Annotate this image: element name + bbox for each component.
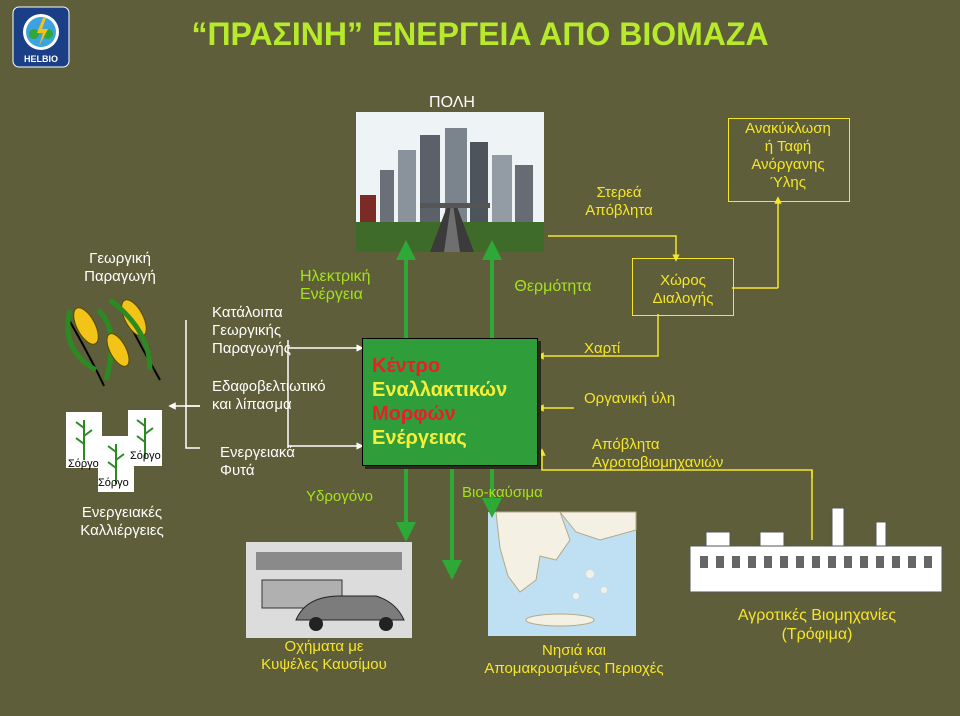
landfill-box	[632, 258, 734, 316]
page-title: “ΠΡΑΣΙΝΗ” ΕΝΕΡΓΕΙΑ ΑΠΟ ΒΙΟΜΑΖΑ	[191, 16, 769, 52]
city-label: ΠΟΛΗ	[429, 94, 475, 111]
biofuels-label: Βιο-καύσιμα	[462, 484, 543, 501]
paper-label: Χαρτί	[584, 340, 621, 357]
helbio-logo: HELBIO	[12, 6, 70, 68]
recycling-box	[728, 118, 850, 202]
sorghum-label: Σόργο	[98, 477, 129, 489]
agroindustry-label: Αγροτικές Βιομηχανίες(Τρόφιμα)	[737, 607, 897, 643]
sorghum-label: Σόργο	[68, 458, 99, 470]
heat-label: Θερμότητα	[514, 278, 592, 295]
logo-text: HELBIO	[24, 54, 58, 64]
center-label: Κέντρο Εναλλακτικών Μορφών Ενέργειας	[372, 355, 508, 449]
sorghum-label: Σόργο	[130, 450, 161, 462]
fuel-cell-vehicles-photo	[246, 542, 412, 638]
alternative-energy-center	[362, 338, 538, 466]
agroindustry-factory	[689, 507, 943, 593]
sorghum-illustration	[66, 410, 162, 492]
organic-matter-label: Οργανική ύλη	[584, 390, 676, 407]
greece-map	[488, 511, 637, 636]
corn-illustration	[65, 298, 161, 387]
hydrogen-label: Υδρογόνο	[306, 488, 373, 505]
city-illustration	[356, 112, 544, 252]
